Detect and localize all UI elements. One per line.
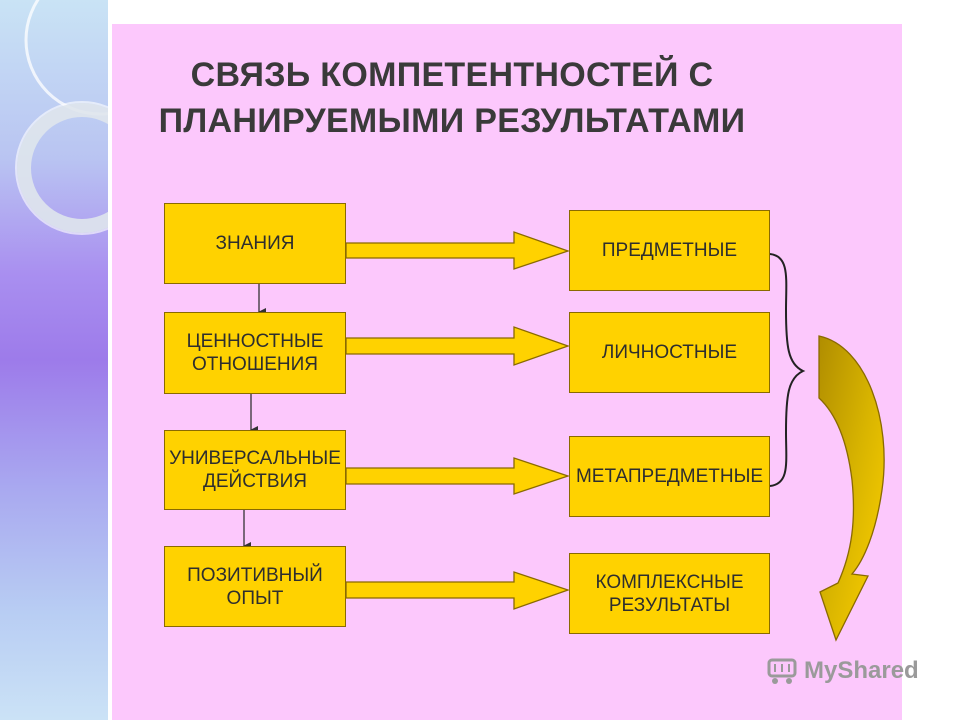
block-arrow-1 xyxy=(345,231,571,270)
box-label-line: ОТНОШЕНИЯ xyxy=(191,354,319,375)
title-line-2: ПЛАНИРУЕМЫМИ РЕЗУЛЬТАТАМИ xyxy=(158,102,746,140)
box-label-line: ДЕЙСТВИЯ xyxy=(203,471,307,492)
watermark-text: MyShared xyxy=(804,657,919,684)
box-label-line: МЕТАПРЕДМЕТНЫЕ xyxy=(575,466,764,487)
box-label-line: ЛИЧНОСТНЫЕ xyxy=(601,342,738,363)
block-arrow-3 xyxy=(345,457,571,495)
block-arrow-2 xyxy=(345,326,570,366)
box-label-line: ОПЫТ xyxy=(226,587,284,609)
block-arrow-4 xyxy=(345,571,571,610)
slide-title: СВЯЗЬ КОМПЕТЕНТНОСТЕЙ С ПЛАНИРУЕМЫМИ РЕЗ… xyxy=(112,52,792,144)
box-label-line: ПРЕДМЕТНЫЕ xyxy=(601,240,738,261)
curved-arrow xyxy=(818,335,885,642)
box-label-line: УНИВЕРСАЛЬНЫЕ xyxy=(169,448,341,469)
grouping-brace xyxy=(769,253,806,487)
shopping-cart-icon xyxy=(767,658,797,684)
box-label-line: ПОЗИТИВНЫЙ xyxy=(187,564,323,586)
box-personal-results: ЛИЧНОСТНЫЕ xyxy=(569,312,770,393)
box-metasubject-results: МЕТАПРЕДМЕТНЫЕ xyxy=(569,436,770,517)
box-label-line: ЗНАНИЯ xyxy=(215,233,295,254)
watermark-logo: MyShared xyxy=(766,656,919,686)
box-label-line: ЦЕННОСТНЫЕ xyxy=(186,331,324,352)
box-knowledge: ЗНАНИЯ xyxy=(164,203,346,284)
box-label-line: КОМПЛЕКСНЫЕ xyxy=(595,571,744,593)
title-line-1: СВЯЗЬ КОМПЕТЕНТНОСТЕЙ С xyxy=(190,56,714,94)
box-label-line: РЕЗУЛЬТАТЫ xyxy=(608,594,731,616)
box-subject-results: ПРЕДМЕТНЫЕ xyxy=(569,210,770,291)
